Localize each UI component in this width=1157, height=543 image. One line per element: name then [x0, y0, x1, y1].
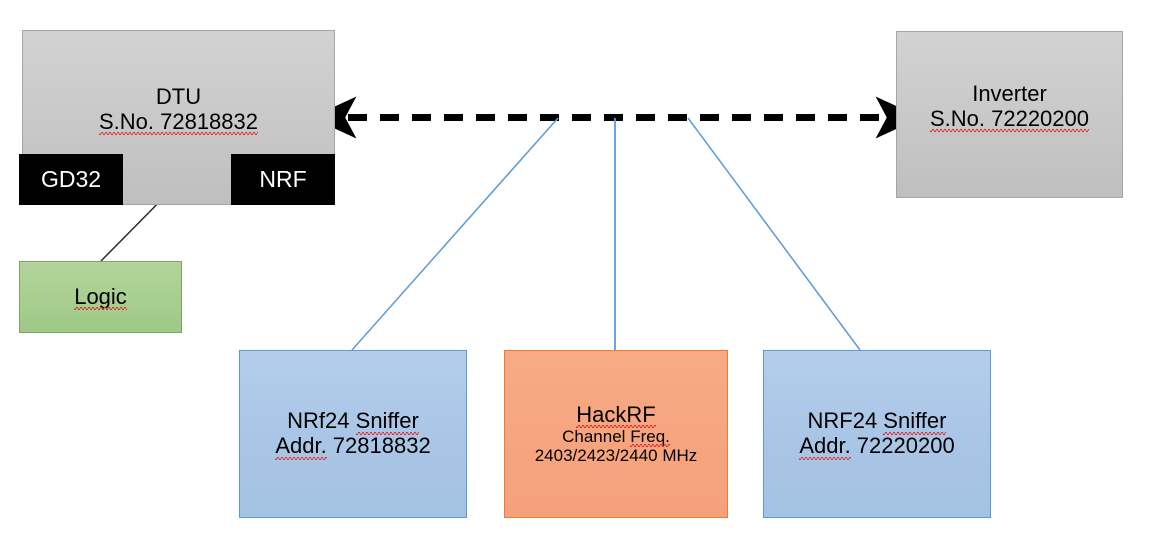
sniffer-right-label-word: Sniffer	[883, 408, 947, 435]
dtu-label: DTU	[155, 84, 202, 109]
hackrf-title-row: HackRF	[576, 401, 657, 428]
sniffer-left-title-row: NRf24 Sniffer	[287, 408, 420, 435]
hackrf-label: HackRF	[576, 401, 657, 428]
sniffer-right-address-word: Addr.	[799, 433, 852, 460]
nrf-label: NRF	[259, 165, 307, 192]
hackrf-frequency: 2403/2423/2440 MHz	[534, 446, 698, 466]
gd32-label: GD32	[40, 165, 102, 192]
inverter-serial: S.No. 72220200	[929, 105, 1090, 132]
nrf-chip[interactable]: NRF	[231, 154, 335, 205]
inverter-label: Inverter	[972, 81, 1047, 106]
sniffer-left-prefix: NRf24	[287, 408, 356, 434]
sniffer-right-prefix: NRF24	[807, 408, 884, 434]
sniffer-right-address-row: Addr. 72220200	[799, 433, 955, 460]
sniffer-right-title-row: NRF24 Sniffer	[807, 408, 947, 435]
sniffer-right-node[interactable]: NRF24 Sniffer Addr. 72220200	[763, 350, 991, 518]
sniffer-left-address-number: 72818832	[326, 433, 431, 458]
dtu-serial: S.No. 72818832	[98, 108, 259, 135]
sniffer-left-address-word: Addr.	[275, 433, 328, 460]
sniffer-left-node[interactable]: NRf24 Sniffer Addr. 72818832	[239, 350, 467, 518]
logic-analyzer-node[interactable]: Logic	[19, 261, 182, 333]
logic-label: Logic	[74, 283, 127, 310]
dtu-serial-text: S.No. 72818832	[98, 108, 259, 135]
inverter-serial-text: S.No. 72220200	[929, 105, 1090, 132]
sniffer-right-address-number: 72220200	[850, 433, 955, 458]
hackrf-node[interactable]: HackRF Channel Freq. 2403/2423/2440 MHz	[504, 350, 728, 518]
hackrf-channel-word: Freq.	[630, 427, 670, 448]
gd32-chip[interactable]: GD32	[19, 154, 123, 205]
sniffer-left-tap-line	[351, 117, 559, 351]
hackrf-channel-row: Channel Freq.	[562, 427, 670, 448]
sniffer-left-label-word: Sniffer	[355, 408, 420, 435]
hackrf-channel-prefix: Channel	[562, 427, 631, 447]
inverter-node[interactable]: Inverter S.No. 72220200	[896, 31, 1123, 198]
sniffer-left-address-row: Addr. 72818832	[275, 433, 431, 460]
sniffer-right-tap-line	[687, 117, 861, 351]
